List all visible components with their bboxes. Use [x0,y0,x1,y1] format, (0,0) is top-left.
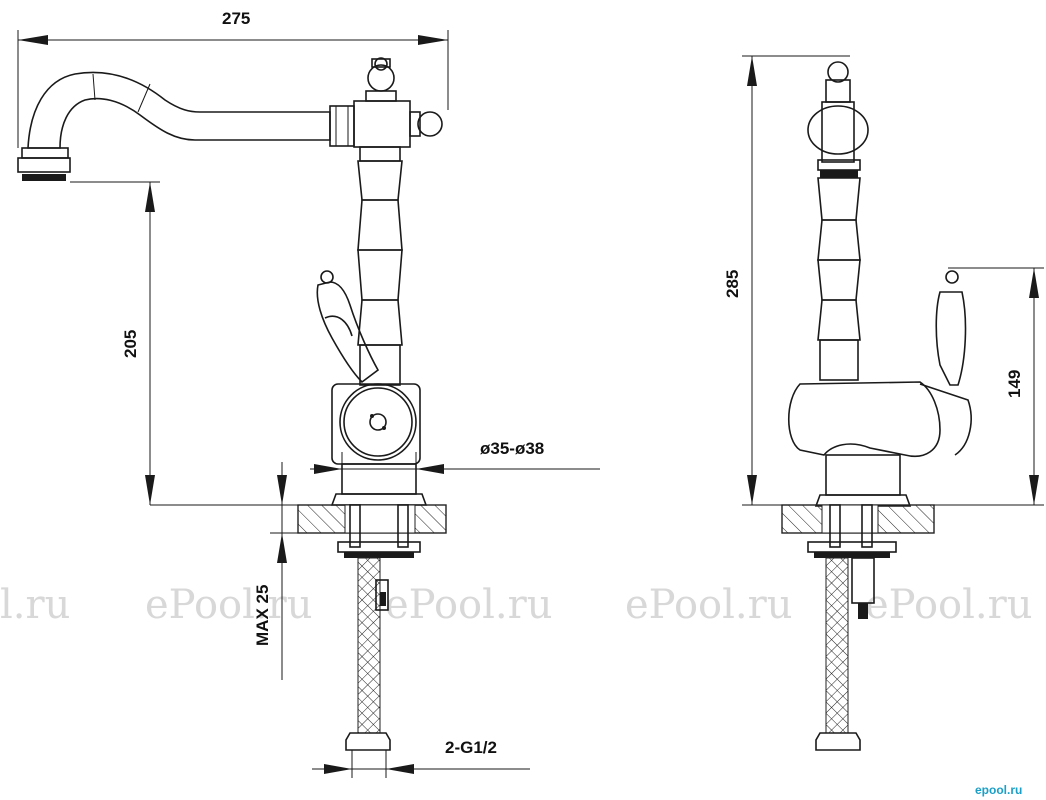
cartridge-cap [339,383,417,461]
side-view: 285 149 [723,55,1044,751]
spout-tip [21,147,69,159]
watermark-text: ePool.ru [625,582,793,628]
dim-thread: 2-G1/2 [445,738,497,757]
dim-275: 275 [222,9,250,28]
watermark-text: ePool.ru [145,582,313,628]
side-handle [935,291,967,386]
spout [27,71,331,149]
front-view: 275 205 ø35-ø38 MAX 25 2-G1/2 [17,9,600,778]
column [359,344,401,386]
watermark-text: ePool.ru [865,582,1033,628]
dim-285: 285 [723,270,742,298]
watermark-text: l.ru [0,582,70,628]
dim-205: 205 [121,330,140,358]
watermark-text: ePool.ru [385,582,553,628]
lever-handle [316,281,380,384]
handle-knob [320,270,334,284]
watermark: l.ru ePool.ru ePool.ru ePool.ru ePool.ru [0,582,1033,628]
dim-max-25: MAX 25 [253,585,272,646]
dim-diameter: ø35-ø38 [480,439,544,458]
top-knob [367,64,395,92]
side-body [788,381,941,457]
brand-logo: epool.ru [975,783,1022,797]
dim-149: 149 [1005,370,1024,398]
